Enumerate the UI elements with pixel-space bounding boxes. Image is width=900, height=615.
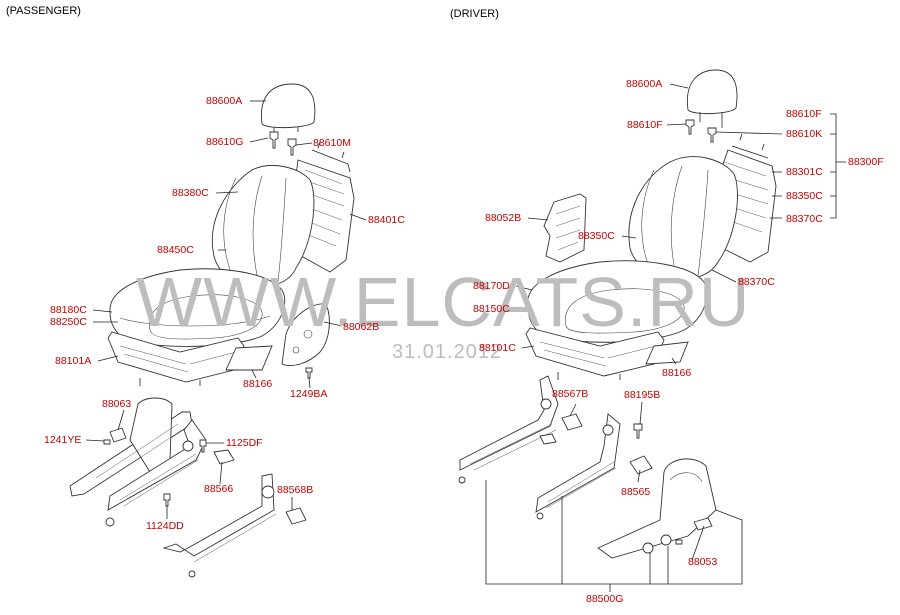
label-88450C[interactable]: 88450C	[157, 244, 194, 256]
passenger-cushion-frame	[107, 331, 245, 383]
label-88600A-passenger[interactable]: 88600A	[206, 95, 243, 107]
driver-cushion-frame	[525, 327, 665, 377]
label-88166-passenger[interactable]: 88166	[243, 378, 273, 390]
label-88567B[interactable]: 88567B	[552, 388, 589, 400]
label-88600A-driver[interactable]: 88600A	[626, 78, 663, 90]
label-88166-driver[interactable]: 88166	[662, 367, 692, 379]
label-88300F[interactable]: 88300F	[848, 156, 884, 168]
label-88180C[interactable]: 88180C	[50, 304, 87, 316]
label-88370C-right[interactable]: 88370C	[786, 213, 823, 225]
driver-leader-lines	[485, 83, 846, 592]
passenger-side-cover	[281, 303, 330, 366]
label-88250C[interactable]: 88250C	[50, 316, 87, 328]
label-88101A[interactable]: 88101A	[55, 355, 92, 367]
label-88052B[interactable]: 88052B	[485, 212, 522, 224]
label-1241YE[interactable]: 1241YE	[44, 434, 82, 446]
driver-rail-outer	[459, 375, 559, 471]
driver-headrest	[686, 69, 738, 115]
label-88565[interactable]: 88565	[621, 486, 651, 498]
passenger-seat-assembly	[69, 83, 355, 578]
label-88610F[interactable]: 88610F	[627, 119, 663, 131]
label-88370C[interactable]: 88370C	[738, 276, 775, 288]
label-88500G[interactable]: 88500G	[586, 593, 624, 605]
driver-rail-cover-567	[561, 413, 583, 431]
label-88350C-right[interactable]: 88350C	[786, 190, 823, 202]
passenger-headrest	[260, 83, 316, 129]
label-88566[interactable]: 88566	[204, 483, 234, 495]
label-88170D[interactable]: 88170D	[473, 280, 510, 292]
driver-lever-88053	[693, 517, 713, 531]
label-1125DF[interactable]: 1125DF	[226, 437, 263, 449]
label-88301C[interactable]: 88301C	[786, 166, 823, 178]
label-88350C[interactable]: 88350C	[578, 230, 615, 242]
label-88062B[interactable]: 88062B	[343, 321, 380, 333]
passenger-rail-inner	[107, 419, 207, 511]
label-88380C[interactable]: 88380C	[172, 187, 209, 199]
label-1124DD[interactable]: 1124DD	[146, 520, 184, 532]
label-88101C[interactable]: 88101C	[479, 342, 516, 354]
label-88401C[interactable]: 88401C	[368, 214, 405, 226]
driver-knob-2	[660, 534, 672, 546]
label-88610K[interactable]: 88610K	[786, 128, 823, 140]
driver-rail-cover-565	[629, 455, 653, 475]
label-88063[interactable]: 88063	[102, 398, 132, 410]
label-88568B[interactable]: 88568B	[277, 484, 314, 496]
label-88195B[interactable]: 88195B	[624, 389, 661, 401]
watermark-date: 31.01.2012	[392, 341, 503, 363]
driver-seat-assembly	[458, 69, 777, 559]
passenger-leader-lines	[85, 100, 367, 519]
passenger-recliner-knob	[109, 427, 127, 443]
driver-cushion-pan	[645, 341, 689, 365]
header-driver: (DRIVER)	[450, 8, 499, 20]
passenger-headrest-guide-m	[287, 138, 297, 156]
label-88610F-top[interactable]: 88610F	[786, 108, 822, 120]
driver-headrest-guide-f	[685, 119, 695, 135]
driver-back-cover	[628, 156, 738, 280]
driver-headrest-guide-k	[707, 127, 717, 143]
passenger-rail-lever	[162, 473, 275, 557]
watermark-site: WWW.ELCATS.RU	[136, 263, 751, 341]
driver-back-bracket	[543, 193, 587, 263]
header-passenger: (PASSENGER)	[6, 5, 81, 17]
label-1249BA[interactable]: 1249BA	[290, 388, 328, 400]
label-88150C[interactable]: 88150C	[473, 303, 510, 315]
passenger-rail-cover-568	[285, 507, 307, 525]
driver-knob-1	[642, 542, 654, 554]
passenger-rail-cover-566	[213, 449, 235, 465]
passenger-cushion-pan	[225, 345, 273, 371]
label-88610G[interactable]: 88610G	[206, 136, 244, 148]
label-88610M[interactable]: 88610M	[313, 137, 351, 149]
label-88053[interactable]: 88053	[688, 556, 718, 568]
passenger-headrest-guide-g	[269, 131, 279, 149]
